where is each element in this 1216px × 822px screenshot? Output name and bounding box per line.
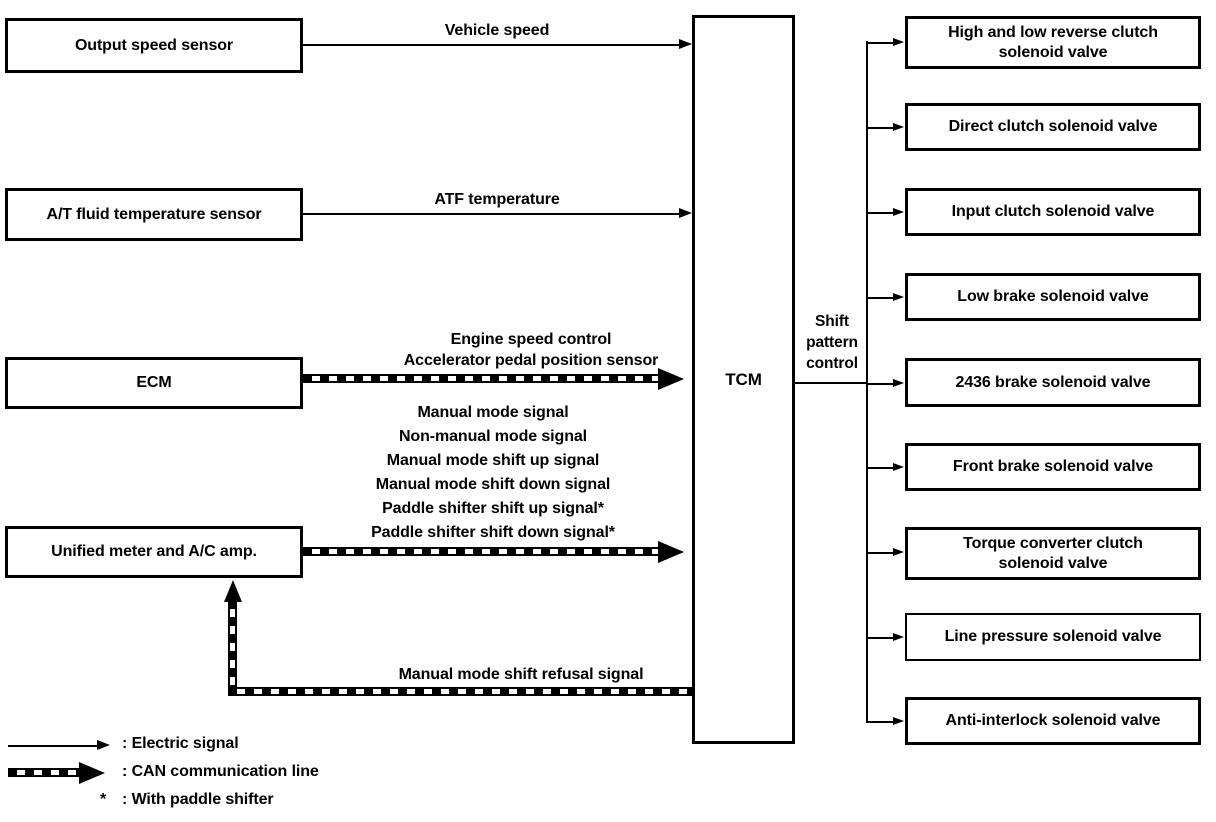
input-box-label: A/T fluid temperature sensor — [46, 205, 262, 223]
can-arrowhead-unified-meter-to-tcm — [658, 540, 684, 563]
output-box-line-pressure-solenoid-valve[interactable]: Line pressure solenoid valve — [905, 613, 1201, 661]
branch-line-output-2 — [866, 127, 894, 129]
output-box-label: Line pressure solenoid valve — [944, 628, 1162, 645]
output-box-torque-converter-clutch-solenoid-valve[interactable]: Torque converter clutch solenoid valve — [905, 527, 1201, 580]
arrowhead-output-1 — [893, 37, 904, 46]
arrowhead-atf-temperature — [679, 208, 692, 218]
branch-line-output-7 — [866, 552, 894, 554]
electric-line-vehicle-speed — [303, 44, 680, 46]
branch-line-output-9 — [866, 721, 894, 723]
output-box-direct-clutch-solenoid-valve[interactable]: Direct clutch solenoid valve — [905, 103, 1201, 151]
legend-label-electric-signal: : Electric signal — [122, 735, 239, 752]
signal-label-vehicle-speed: Vehicle speed — [444, 22, 550, 39]
output-box-2436-brake-solenoid-valve[interactable]: 2436 brake solenoid valve — [905, 358, 1201, 407]
tcm-box[interactable]: TCM — [692, 15, 795, 744]
legend-electric-arrowhead — [97, 740, 110, 750]
can-arrowhead-shift-refusal — [223, 580, 242, 602]
can-signal-label-paddle-shifter-shift-up-signal: Paddle shifter shift up signal* — [382, 500, 604, 517]
arrowhead-output-8 — [893, 632, 904, 641]
output-distribution-bus — [866, 41, 868, 722]
arrowhead-output-3 — [893, 207, 904, 216]
tcm-label: TCM — [725, 369, 762, 389]
can-signal-label-manual-mode-signal: Manual mode signal — [417, 404, 569, 421]
output-box-anti-interlock-solenoid-valve[interactable]: Anti-interlock solenoid valve — [905, 697, 1201, 745]
output-box-label: Front brake solenoid valve — [952, 458, 1154, 475]
electric-line-atf-temperature — [303, 213, 680, 215]
can-line-shift-refusal-corner — [228, 685, 237, 696]
tcm-output-stub — [794, 382, 868, 384]
output-box-high-low-reverse-clutch-solenoid-valve[interactable]: High and low reverse clutch solenoid val… — [905, 16, 1201, 69]
input-box-unified-meter-ac-amp[interactable]: Unified meter and A/C amp. — [5, 526, 303, 578]
can-line-unified-meter-to-tcm — [303, 547, 658, 556]
branch-line-output-6 — [866, 467, 894, 469]
legend-can-arrowhead — [79, 761, 105, 784]
input-box-output-speed-sensor[interactable]: Output speed sensor — [5, 18, 303, 73]
can-signal-label-non-manual-mode-signal: Non-manual mode signal — [398, 428, 588, 445]
branch-line-output-5 — [866, 383, 894, 385]
arrowhead-output-2 — [893, 122, 904, 131]
can-line-shift-refusal-vertical — [228, 600, 237, 692]
legend-can-line — [8, 768, 80, 777]
can-signal-label-manual-mode-shift-refusal-signal: Manual mode shift refusal signal — [398, 666, 644, 683]
input-box-label: Output speed sensor — [74, 36, 234, 54]
output-box-label: 2436 brake solenoid valve — [955, 373, 1151, 391]
branch-line-output-8 — [866, 637, 894, 639]
output-box-input-clutch-solenoid-valve[interactable]: Input clutch solenoid valve — [905, 188, 1201, 236]
output-box-label: Anti-interlock solenoid valve — [945, 712, 1161, 729]
arrowhead-output-9 — [893, 716, 904, 725]
branch-line-output-3 — [866, 212, 894, 214]
arrowhead-output-4 — [893, 292, 904, 301]
can-arrowhead-ecm-to-tcm — [658, 367, 684, 390]
can-line-shift-refusal-horizontal — [228, 687, 692, 696]
arrowhead-output-7 — [893, 547, 904, 556]
output-box-label: Low brake solenoid valve — [957, 288, 1149, 305]
input-box-label: ECM — [136, 374, 172, 391]
signal-label-atf-temperature: ATF temperature — [434, 191, 560, 208]
input-box-label: Unified meter and A/C amp. — [51, 543, 257, 560]
input-box-ecm[interactable]: ECM — [5, 357, 303, 409]
can-signal-label-accelerator-pedal-position-sensor: Accelerator pedal position sensor — [403, 352, 659, 369]
legend-electric-line — [8, 745, 98, 747]
output-box-label: Input clutch solenoid valve — [951, 203, 1155, 220]
arrowhead-vehicle-speed — [679, 39, 692, 49]
legend-asterisk-mark: * — [100, 791, 107, 808]
can-line-ecm-to-tcm — [303, 374, 658, 383]
arrowhead-output-6 — [893, 462, 904, 471]
arrowhead-output-5 — [893, 378, 904, 387]
branch-line-output-1 — [866, 42, 894, 44]
can-signal-label-paddle-shifter-shift-down-signal: Paddle shifter shift down signal* — [371, 524, 615, 541]
output-box-label: Direct clutch solenoid valve — [948, 118, 1158, 135]
branch-line-output-4 — [866, 297, 894, 299]
output-box-label: Torque converter clutch solenoid valve — [963, 534, 1143, 572]
output-box-front-brake-solenoid-valve[interactable]: Front brake solenoid valve — [905, 443, 1201, 491]
output-box-label: High and low reverse clutch solenoid val… — [948, 23, 1158, 61]
legend-label-can-communication-line: : CAN communication line — [122, 763, 319, 780]
output-box-low-brake-solenoid-valve[interactable]: Low brake solenoid valve — [905, 273, 1201, 321]
can-signal-label-engine-speed-control: Engine speed control — [450, 331, 612, 348]
input-box-at-fluid-temperature-sensor[interactable]: A/T fluid temperature sensor — [5, 188, 303, 241]
legend-label-with-paddle-shifter: : With paddle shifter — [122, 791, 274, 808]
can-signal-label-manual-mode-shift-down-signal: Manual mode shift down signal — [375, 476, 611, 493]
can-signal-label-manual-mode-shift-up-signal: Manual mode shift up signal — [386, 452, 600, 469]
